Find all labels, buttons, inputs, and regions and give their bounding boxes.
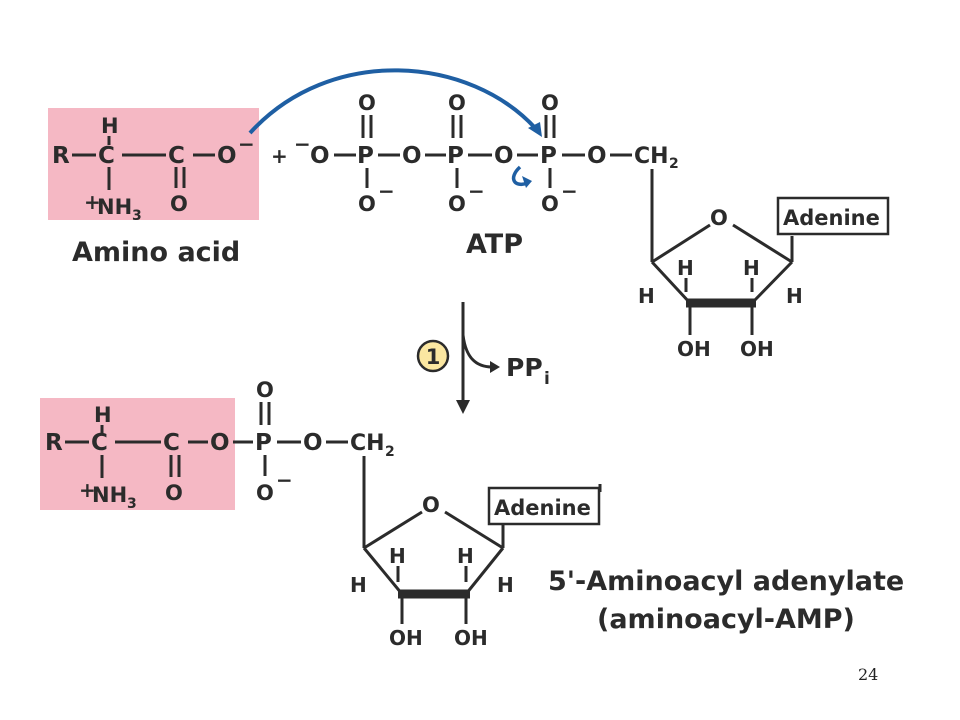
amino-acid-highlight xyxy=(48,108,259,220)
adenine-box xyxy=(487,486,601,526)
atom-oh: OH xyxy=(677,337,711,361)
amino-acid-label: Amino acid xyxy=(72,237,240,268)
atom-h: H xyxy=(389,544,406,568)
atp-ribose: O Adenine H H H H OH OH xyxy=(638,169,890,361)
atom-c-carbonyl: C xyxy=(163,430,180,456)
atom-o: O xyxy=(541,91,559,115)
atom-h: H xyxy=(743,256,760,280)
atom-ch2-sub: 2 xyxy=(669,156,679,172)
atom-p-gamma: P xyxy=(357,143,374,169)
atom-plus: + xyxy=(84,190,101,214)
atom-charge: − xyxy=(561,179,578,203)
attack-arrows xyxy=(248,68,542,188)
atom-h: H xyxy=(101,114,119,138)
adenine-label: Adenine xyxy=(494,496,591,520)
atom-r: R xyxy=(45,430,63,456)
atom-c-alpha: C xyxy=(98,143,115,169)
atom-o: O xyxy=(358,91,376,115)
amino-acid-structure: R C H + NH 3 C O O − xyxy=(52,114,255,224)
atom-nh3-sub: 3 xyxy=(127,496,137,512)
step-number-circle xyxy=(416,339,450,373)
adenine-label: Adenine xyxy=(783,206,880,230)
atom-o-charge: − xyxy=(238,132,255,156)
atom-charge: − xyxy=(468,179,485,203)
atom-nh3: NH xyxy=(97,195,132,219)
atom-o: O xyxy=(494,143,514,169)
atom-o: O xyxy=(448,192,466,216)
atom-h: H xyxy=(677,256,694,280)
atom-ch2: CH xyxy=(350,431,385,456)
atom-o-ester: O xyxy=(210,430,230,456)
atom-o: O xyxy=(448,91,466,115)
atom-o: O xyxy=(541,192,559,216)
product-structure: R C H + NH 3 C O O P O O − O CH 2 xyxy=(45,378,395,512)
atom-p: P xyxy=(255,430,272,456)
page-number: 24 xyxy=(858,665,878,684)
atom-o: O xyxy=(256,481,274,505)
atom-o-carbonyl: O xyxy=(170,192,188,216)
atom-h: H xyxy=(350,573,367,597)
atom-o: O xyxy=(256,378,274,402)
atom-o-ring: O xyxy=(422,493,440,517)
atom-o-ring: O xyxy=(710,206,728,230)
product-ribose: O Adenine H H H H OH OH xyxy=(350,456,602,650)
atom-o: O xyxy=(587,143,607,169)
atom-charge: − xyxy=(276,468,293,492)
atom-oh: OH xyxy=(389,626,423,650)
atom-oh: OH xyxy=(454,626,488,650)
atom-ch2: CH xyxy=(634,144,669,169)
atom-charge: − xyxy=(378,179,395,203)
atom-h: H xyxy=(94,403,112,427)
atom-h: H xyxy=(786,284,803,308)
atom-ch2-sub: 2 xyxy=(385,444,395,460)
atom-o: O xyxy=(402,143,422,169)
atom-p-alpha: P xyxy=(540,143,557,169)
reaction-step: 1 PP i xyxy=(416,302,550,414)
atom-o: O xyxy=(310,143,330,169)
atom-c-carboxyl: C xyxy=(168,143,185,169)
atom-o: O xyxy=(303,430,323,456)
product-highlight xyxy=(40,398,235,510)
atom-h: H xyxy=(638,284,655,308)
atom-nh3: NH xyxy=(92,483,127,507)
atp-label: ATP xyxy=(466,229,523,260)
atom-h: H xyxy=(457,544,474,568)
atom-nh3-sub: 3 xyxy=(132,208,142,224)
atom-h: H xyxy=(497,573,514,597)
step-number: 1 xyxy=(426,345,441,369)
atom-charge: − xyxy=(294,132,311,156)
atom-r: R xyxy=(52,143,70,169)
product-label-line1: 5'-Aminoacyl adenylate xyxy=(548,566,904,597)
product-label-line2: (aminoacyl-AMP) xyxy=(597,604,855,635)
atom-c-alpha: C xyxy=(91,430,108,456)
ppi-subscript: i xyxy=(544,369,550,389)
atom-o-carboxylate: O xyxy=(217,143,237,169)
ppi-label: PP xyxy=(506,353,543,382)
plus-sign: + xyxy=(271,144,288,168)
atom-p-beta: P xyxy=(447,143,464,169)
atom-plus: + xyxy=(79,478,96,502)
atom-oh: OH xyxy=(740,337,774,361)
adenine-box xyxy=(776,196,890,236)
atom-o-carbonyl: O xyxy=(165,481,183,505)
atom-o: O xyxy=(358,192,376,216)
atp-structure: − O P O O − O P O O − O P O O − O CH xyxy=(294,91,679,216)
